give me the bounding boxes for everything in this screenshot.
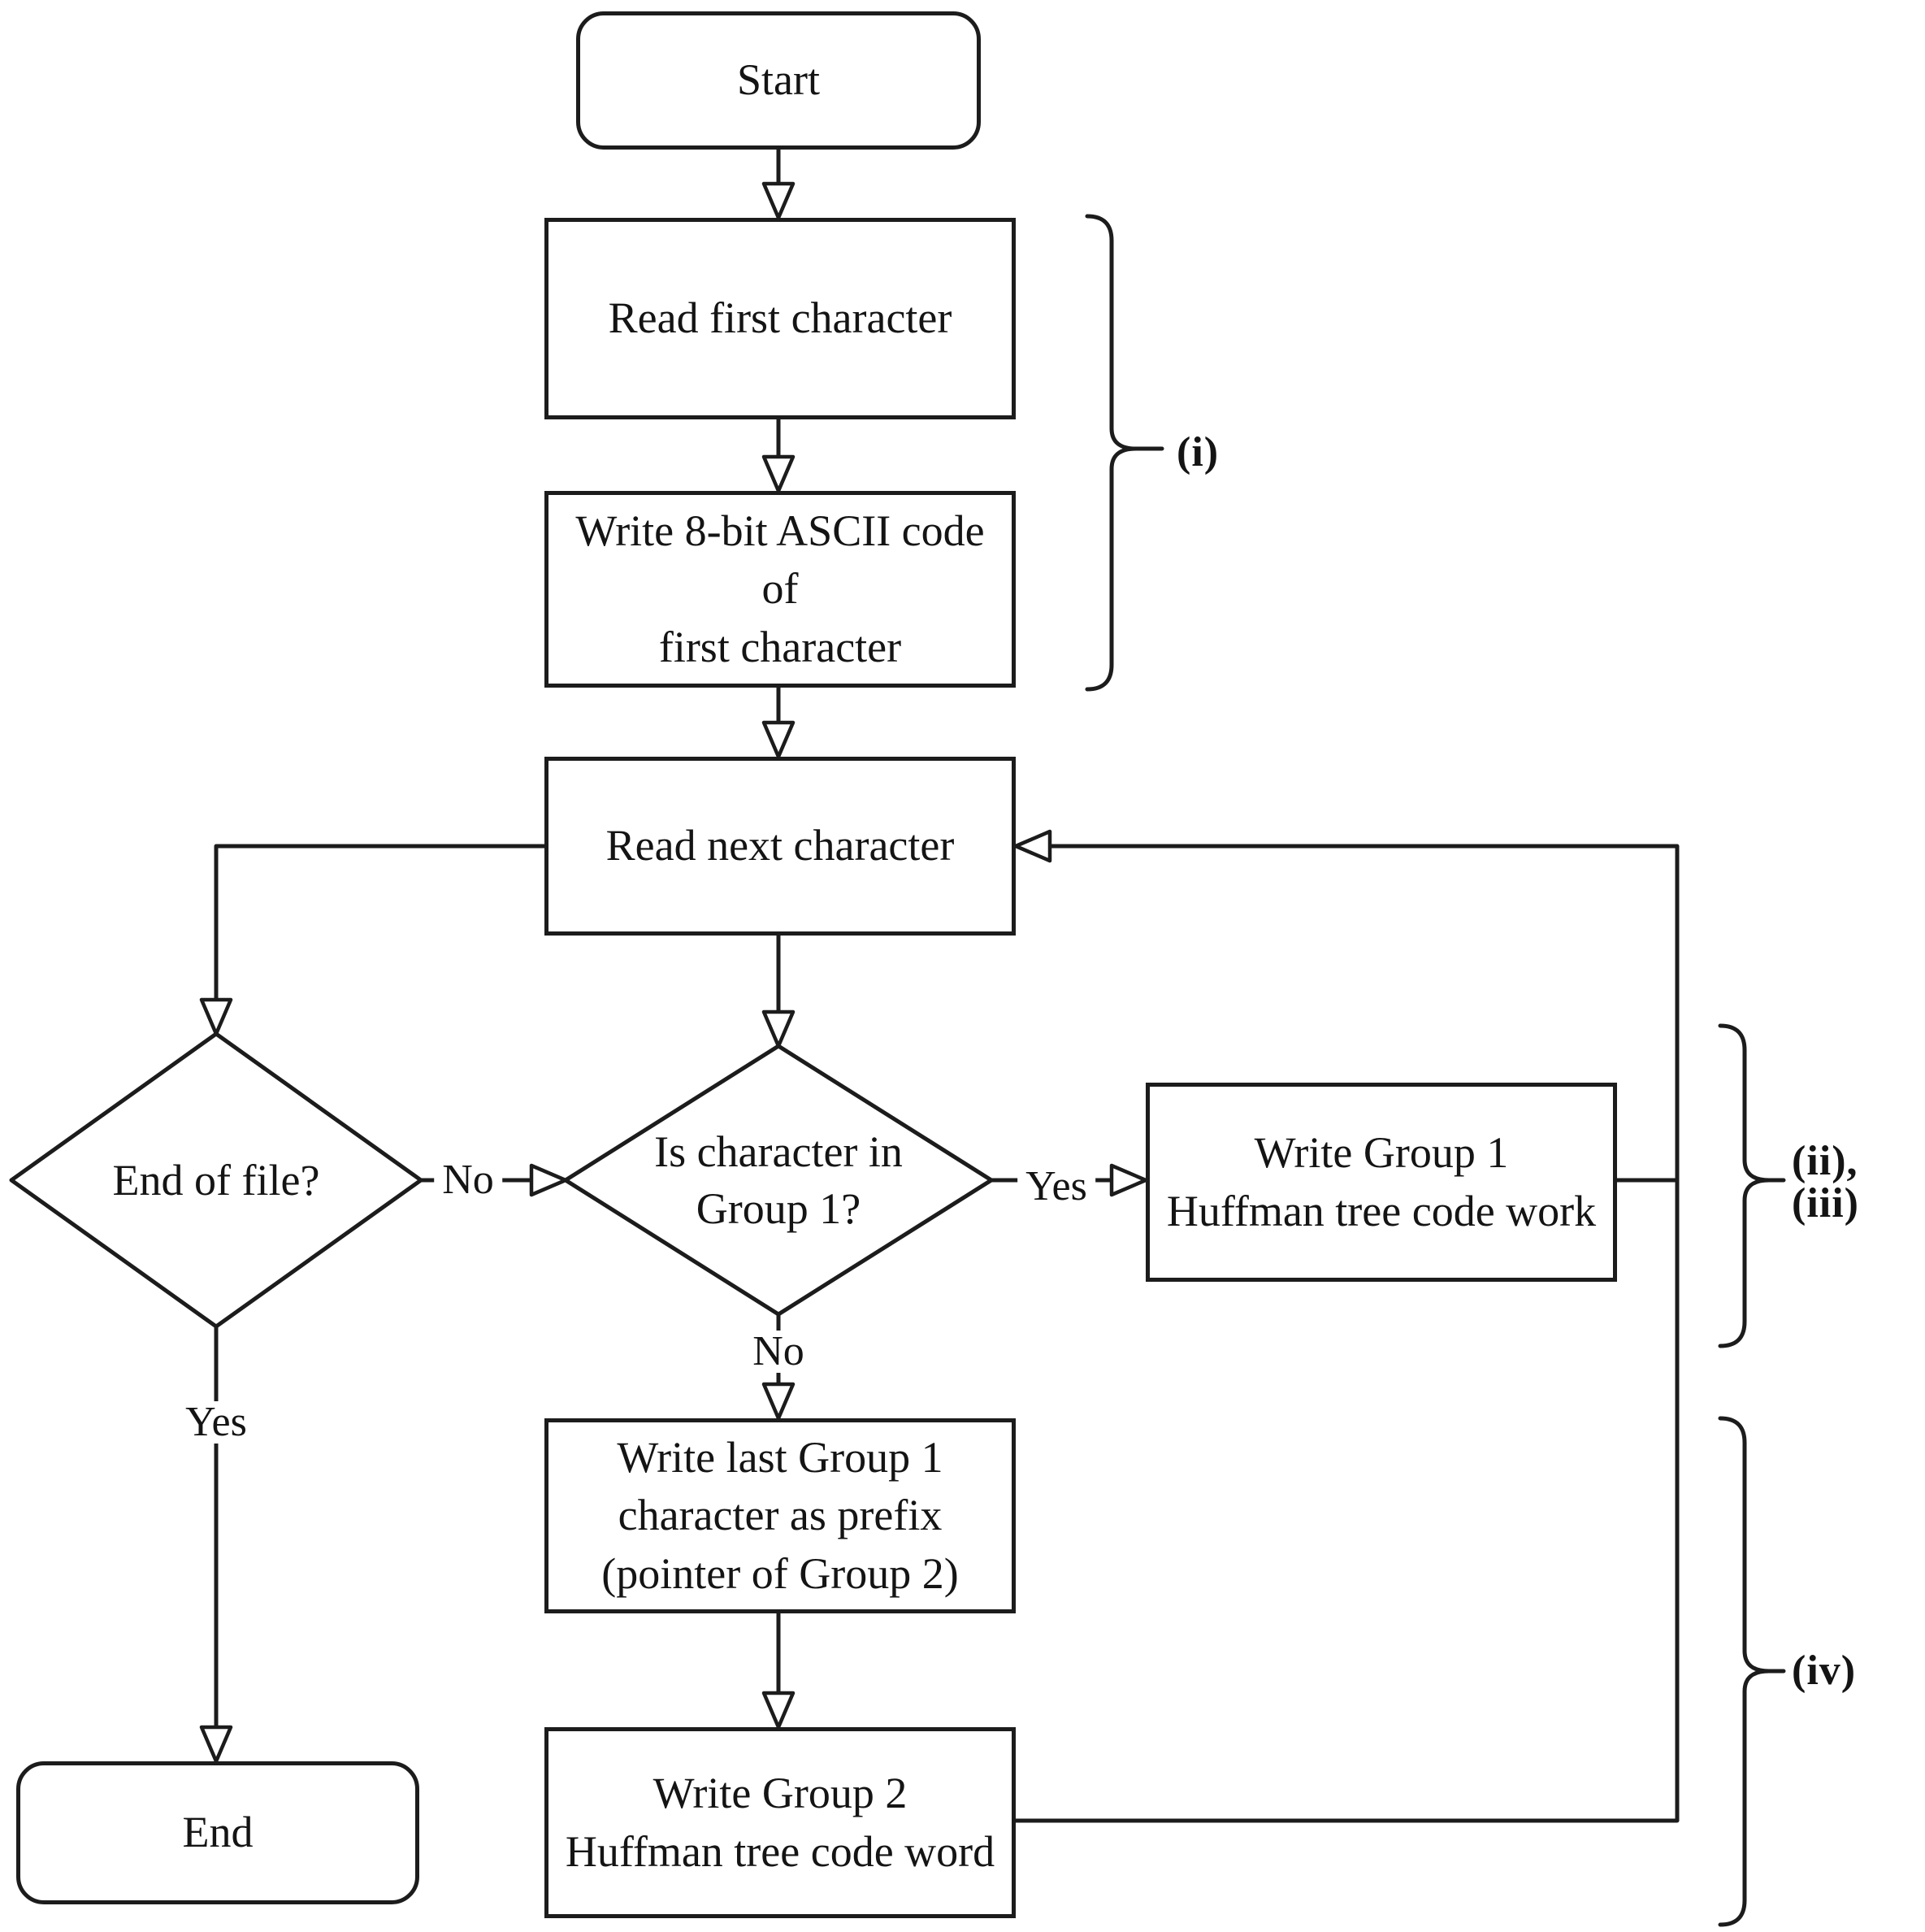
annotation-step-i: (i) <box>1177 429 1220 475</box>
annotation-step-iv: (iv) <box>1792 1648 1857 1694</box>
arrowhead-into-eof-diamond <box>199 997 233 1036</box>
arrowhead-into-write-group2 <box>761 1691 796 1730</box>
write-last-group1-node: Write last Group 1 character as prefix (… <box>544 1418 1016 1613</box>
annotation-steps-ii-iii: (ii), (iii) <box>1792 1138 1859 1226</box>
arrowhead-into-group1-diamond <box>761 1009 796 1048</box>
arrowhead-into-write-last <box>761 1382 796 1421</box>
brace-iv <box>1718 1416 1786 1927</box>
arrowhead-into-end <box>199 1725 233 1764</box>
arrowhead-loop-into-read-next <box>1013 829 1052 863</box>
read-next-character-node: Read next character <box>544 757 1016 936</box>
arrowhead-group1-yes <box>1109 1163 1148 1197</box>
edge-label-group1-yes: Yes <box>1017 1166 1095 1208</box>
in-group1-decision-label: Is character in Group 1? <box>654 1127 903 1233</box>
arrowhead-into-read-first <box>761 181 796 220</box>
edge-label-group1-no: No <box>744 1331 813 1373</box>
write-group2-node: Write Group 2 Huffman tree code word <box>544 1727 1016 1918</box>
end-of-file-decision-label: End of file? <box>112 1155 320 1205</box>
brace-ii-iii <box>1718 1023 1786 1348</box>
read-first-character-node: Read first character <box>544 218 1016 419</box>
edge-label-eof-yes: Yes <box>177 1401 255 1444</box>
arrowhead-eof-no <box>529 1163 568 1197</box>
end-node: End <box>16 1761 419 1904</box>
edge-loop-back-to-read-next <box>1013 844 1680 1823</box>
brace-i <box>1085 214 1164 692</box>
write-ascii-code-node: Write 8-bit ASCII code of first characte… <box>544 491 1016 688</box>
edge-read-next-to-end-of-file <box>214 844 547 1002</box>
arrowhead-into-read-next <box>761 720 796 759</box>
write-group1-node: Write Group 1 Huffman tree code work <box>1146 1083 1617 1282</box>
edge-label-eof-no: No <box>434 1159 502 1201</box>
arrowhead-into-write-ascii <box>761 454 796 493</box>
start-node: Start <box>576 11 981 150</box>
